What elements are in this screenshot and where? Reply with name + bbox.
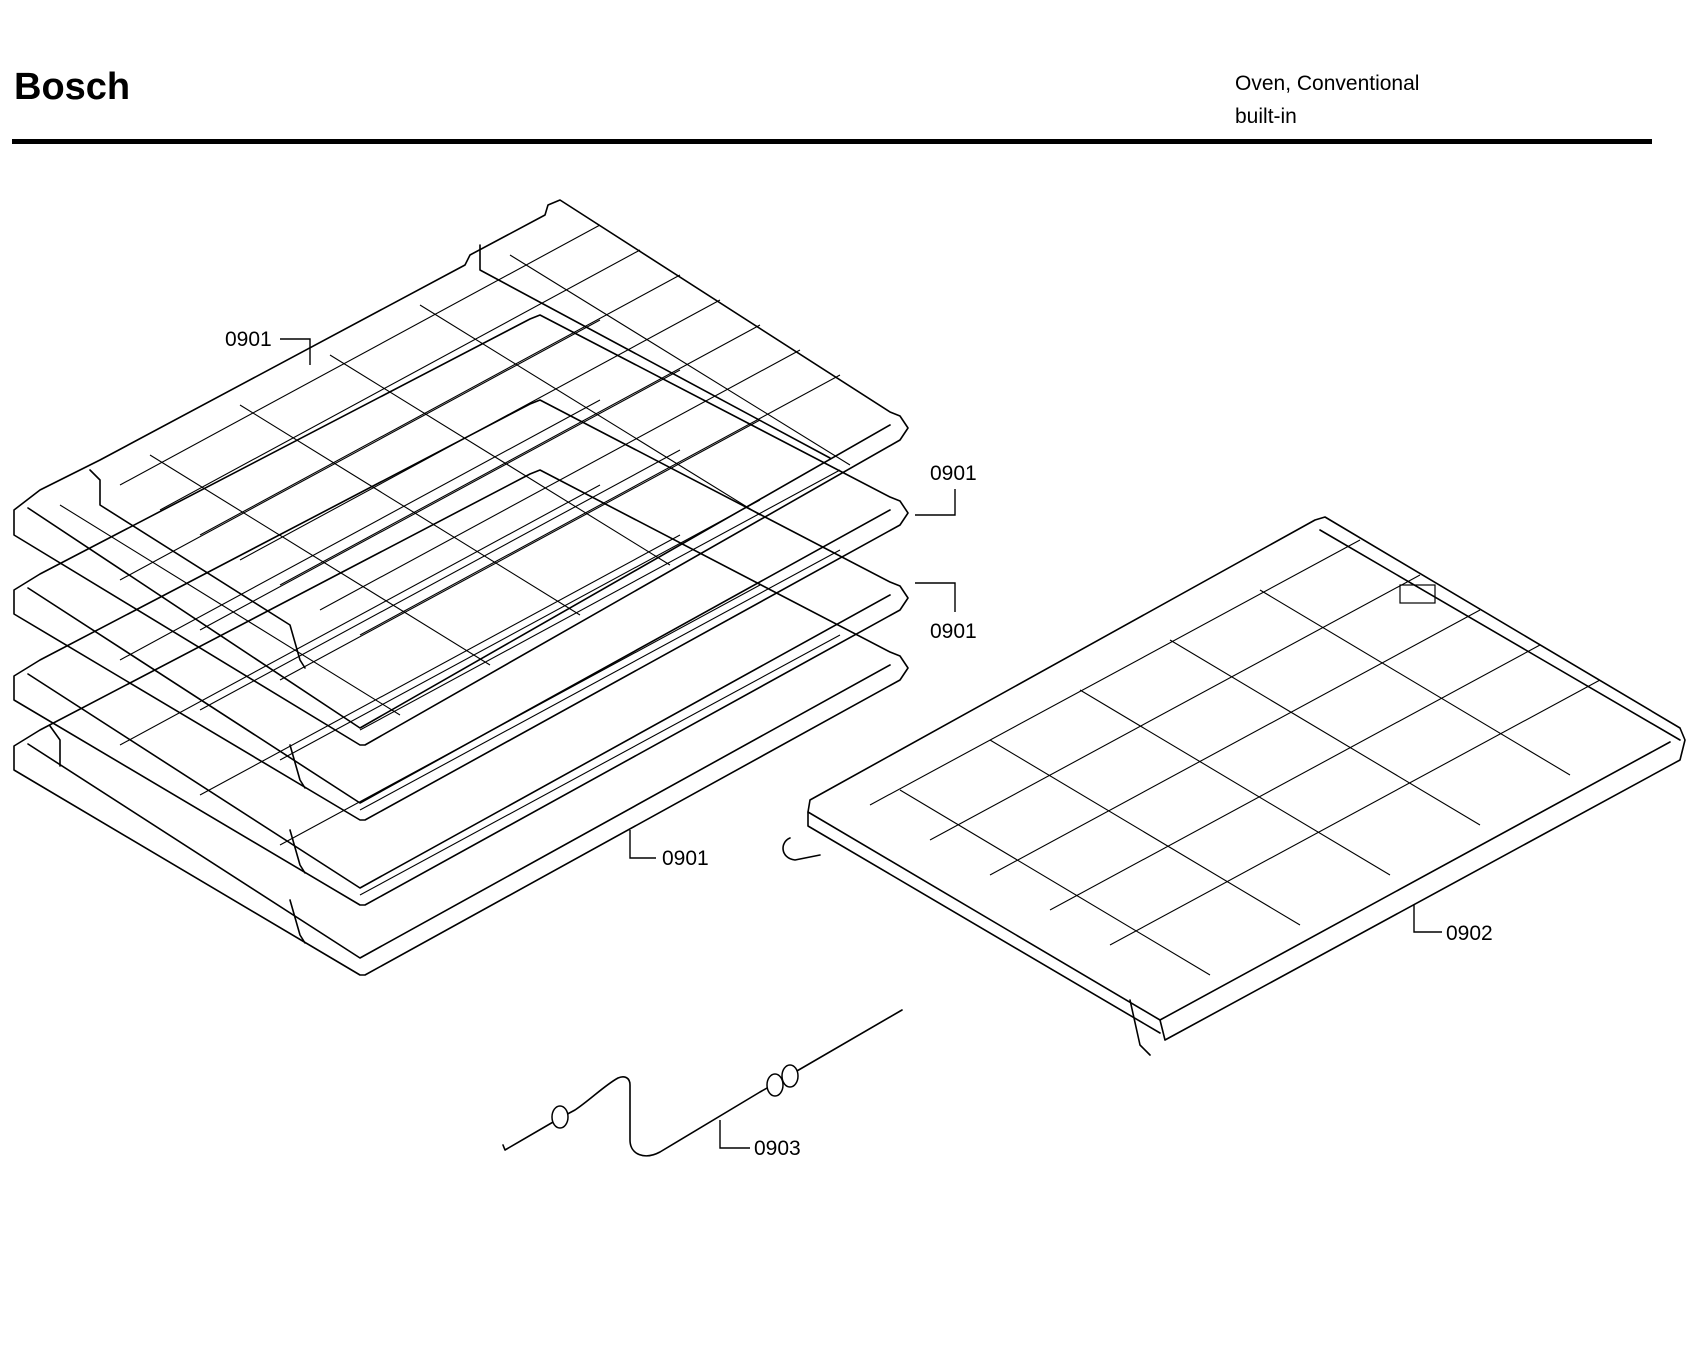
leader-lines — [280, 338, 1442, 1149]
callout-rack-second: 0901 — [930, 462, 977, 485]
callout-telescopic-rack: 0902 — [1446, 922, 1493, 945]
wire-rack-stack — [13, 199, 909, 976]
brand-title: Bosch — [14, 66, 131, 108]
meat-probe[interactable] — [502, 1009, 903, 1157]
header-rule — [12, 139, 1652, 144]
callout-rack-top: 0901 — [225, 328, 272, 351]
callout-rack-third: 0901 — [930, 620, 977, 643]
wire-rack-second[interactable] — [13, 314, 909, 821]
callout-rack-bottom: 0901 — [662, 847, 709, 870]
callout-meat-probe: 0903 — [754, 1137, 801, 1160]
product-subtype: built-in — [1235, 105, 1297, 128]
wire-rack-bottom[interactable] — [13, 469, 909, 976]
telescopic-rack[interactable] — [782, 516, 1686, 1056]
wire-rack-top[interactable] — [13, 199, 909, 746]
product-type: Oven, Conventional — [1235, 72, 1420, 95]
